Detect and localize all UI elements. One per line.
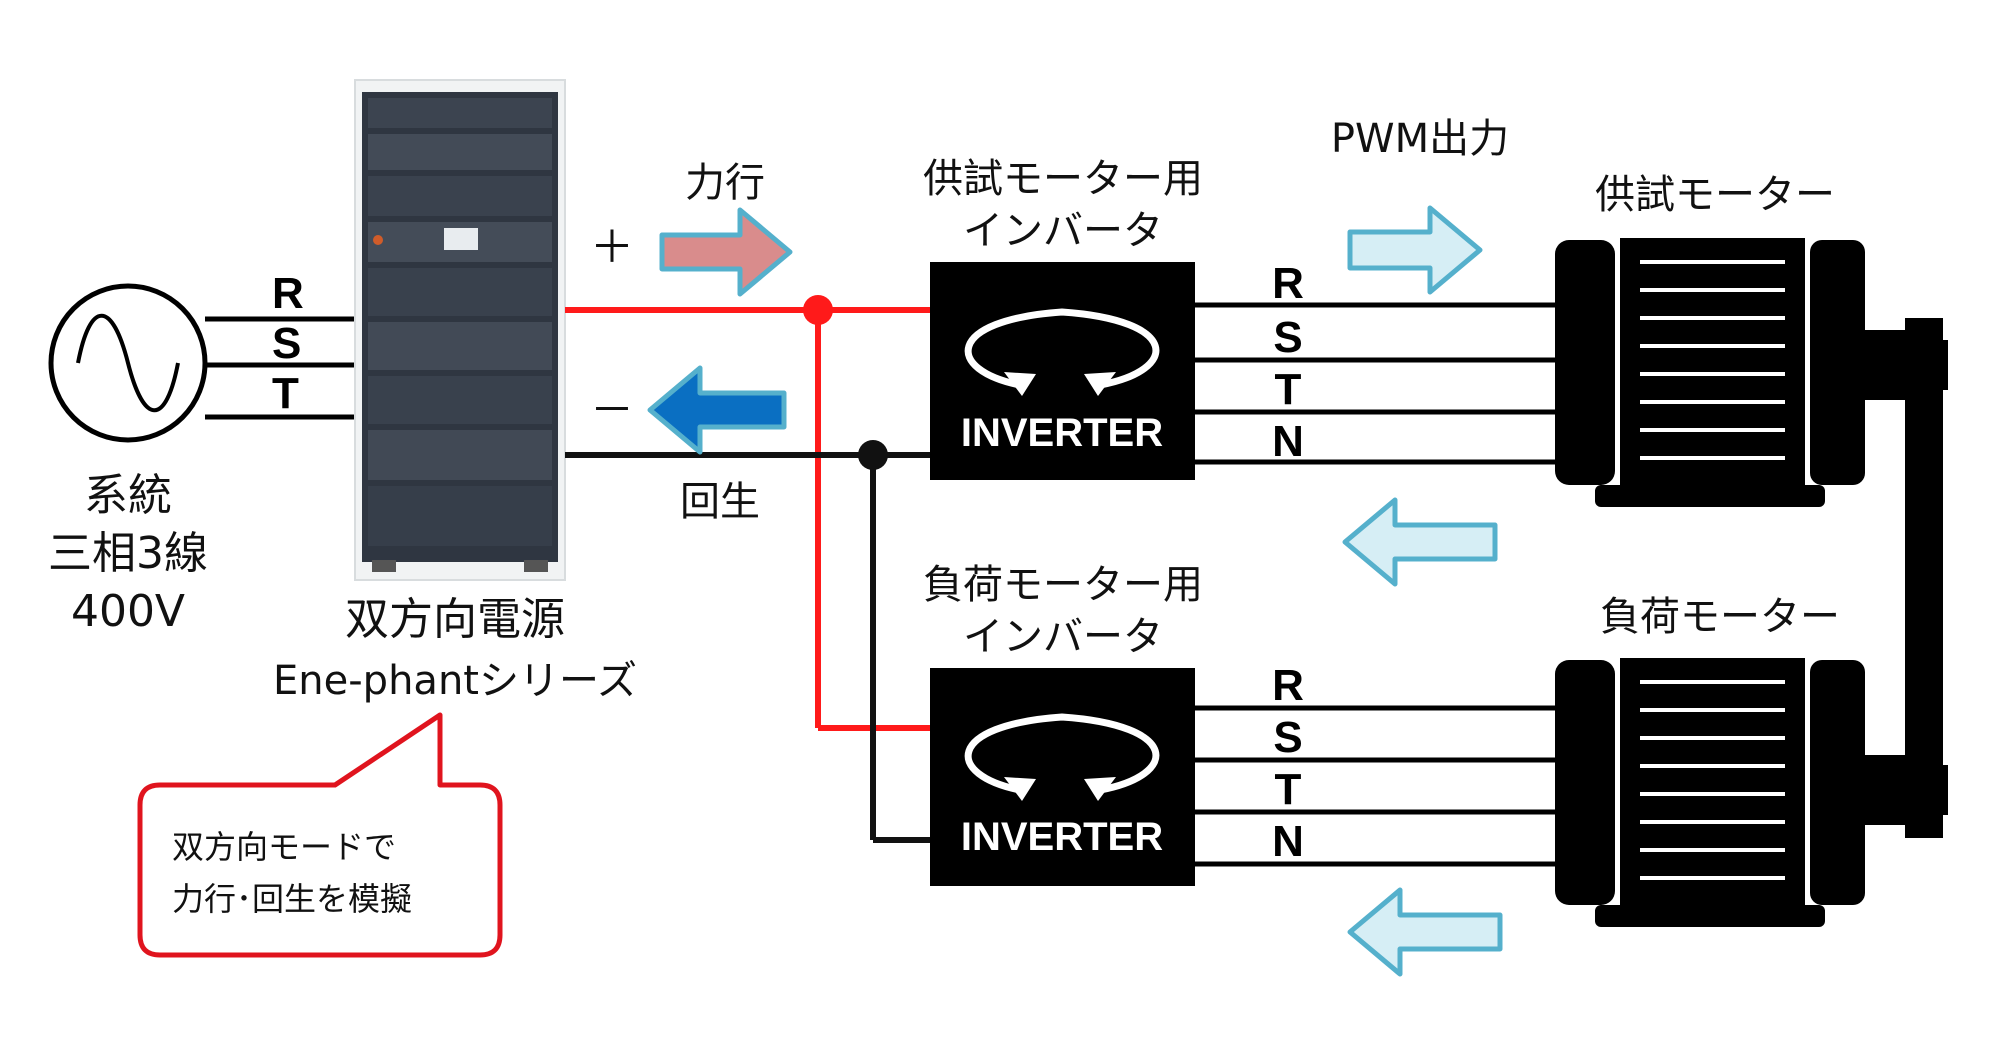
load-motor-label: 負荷モーター bbox=[1600, 594, 1840, 640]
dc-bus: ＋ － 力行 回生 bbox=[565, 160, 930, 843]
test-phase-s: S bbox=[1273, 313, 1302, 362]
regen-arrow-icon bbox=[647, 365, 787, 455]
load-inverter-label-line2: インバータ bbox=[963, 614, 1163, 660]
load-inverter-label-line1: 負荷モーター用 bbox=[923, 562, 1203, 608]
test-motor-endcap bbox=[1810, 240, 1865, 485]
load-motor: 負荷モーター bbox=[1555, 594, 1905, 927]
load-phase-n: N bbox=[1272, 817, 1304, 866]
rack-slot bbox=[368, 376, 552, 424]
source-label-line3: 400V bbox=[71, 586, 185, 637]
load-inverter: 負荷モーター用 インバータ INVERTER bbox=[923, 562, 1203, 886]
load-motor-endcap bbox=[1555, 660, 1615, 905]
positive-node-icon bbox=[803, 295, 833, 325]
load-motor-fins bbox=[1640, 680, 1785, 880]
rotation-arrowhead-icon bbox=[1084, 777, 1116, 801]
rotation-arrow-icon bbox=[964, 308, 1160, 389]
rack-slot bbox=[368, 176, 552, 216]
rack-slot bbox=[368, 430, 552, 480]
test-inverter-label-line1: 供試モーター用 bbox=[923, 156, 1203, 202]
test-inverter: 供試モーター用 インバータ INVERTER bbox=[923, 156, 1203, 480]
pwm-label: PWM出力 bbox=[1331, 116, 1509, 162]
callout-line2: 力行･回生を模擬 bbox=[172, 880, 412, 918]
supply-phase-t: T bbox=[272, 369, 299, 418]
mode-callout: 双方向モードで 力行･回生を模擬 bbox=[137, 712, 503, 958]
load-phase-s: S bbox=[1273, 713, 1302, 762]
rack-slot bbox=[368, 486, 552, 546]
power-supply-name: 双方向電源 bbox=[345, 594, 565, 645]
load-phase-r: R bbox=[1272, 661, 1304, 710]
shaft-coupling bbox=[1905, 318, 1943, 838]
load-motor-body bbox=[1620, 658, 1805, 906]
rack-slot bbox=[368, 322, 552, 370]
callout-line1: 双方向モードで bbox=[172, 828, 396, 866]
ac-source: R S T 系統 三相3線 400V bbox=[48, 269, 355, 637]
coupling-flange bbox=[1900, 340, 1948, 390]
rack-caster bbox=[372, 560, 396, 572]
load-motor-wires: R S T N bbox=[1195, 661, 1558, 867]
test-motor-wires: R S T N bbox=[1195, 259, 1558, 466]
test-inverter-box bbox=[930, 262, 1195, 480]
load-inverter-box bbox=[930, 668, 1195, 886]
load-motor-endcap bbox=[1810, 660, 1865, 905]
load-motor-base bbox=[1595, 905, 1825, 927]
regen-label: 回生 bbox=[680, 479, 760, 525]
callout-bubble bbox=[137, 712, 503, 958]
minus-sign: － bbox=[590, 385, 634, 436]
supply-phase-r: R bbox=[272, 269, 304, 318]
test-motor-shaft bbox=[1865, 330, 1905, 400]
test-motor-body bbox=[1620, 238, 1805, 486]
test-motor-base bbox=[1595, 485, 1825, 507]
pwm-arrow-icon bbox=[1347, 205, 1483, 295]
rack-slot bbox=[368, 134, 552, 170]
powering-arrow-icon bbox=[659, 207, 793, 297]
power-supply-series: Ene-phantシリーズ bbox=[273, 658, 637, 704]
rack-slot bbox=[368, 268, 552, 316]
rack-slot bbox=[368, 98, 552, 128]
source-label-line2: 三相3線 bbox=[48, 528, 208, 579]
load-phase-t: T bbox=[1275, 765, 1302, 814]
coupling-flange bbox=[1900, 765, 1948, 815]
test-motor: 供試モーター bbox=[1555, 172, 1905, 507]
negative-node-icon bbox=[858, 440, 888, 470]
source-label-line1: 系統 bbox=[84, 470, 172, 521]
load-inverter-text: INVERTER bbox=[961, 815, 1163, 859]
power-supply-rack: 双方向電源 Ene-phantシリーズ bbox=[273, 79, 637, 704]
return-arrow-icon bbox=[1347, 887, 1503, 977]
plus-sign: ＋ bbox=[590, 222, 634, 273]
test-phase-t: T bbox=[1275, 365, 1302, 414]
supply-phase-s: S bbox=[272, 319, 301, 368]
test-inverter-label-line2: インバータ bbox=[963, 208, 1163, 254]
rack-caster bbox=[524, 560, 548, 572]
rack-display bbox=[444, 228, 478, 250]
test-inverter-text: INVERTER bbox=[961, 411, 1163, 455]
return-arrow-icon bbox=[1342, 497, 1498, 587]
test-phase-r: R bbox=[1272, 259, 1304, 308]
rotation-arrowhead-icon bbox=[1004, 777, 1036, 801]
sine-wave-icon bbox=[76, 314, 180, 412]
rotation-arrowhead-icon bbox=[1084, 372, 1116, 396]
load-motor-shaft bbox=[1865, 755, 1905, 825]
test-motor-endcap bbox=[1555, 240, 1615, 485]
powering-label: 力行 bbox=[685, 160, 765, 206]
test-motor-label: 供試モーター bbox=[1595, 172, 1835, 218]
rotation-arrow-icon bbox=[964, 713, 1160, 794]
rack-indicator-icon bbox=[373, 235, 383, 245]
rotation-arrowhead-icon bbox=[1004, 372, 1036, 396]
test-phase-n: N bbox=[1272, 417, 1304, 466]
test-motor-fins bbox=[1640, 260, 1785, 460]
